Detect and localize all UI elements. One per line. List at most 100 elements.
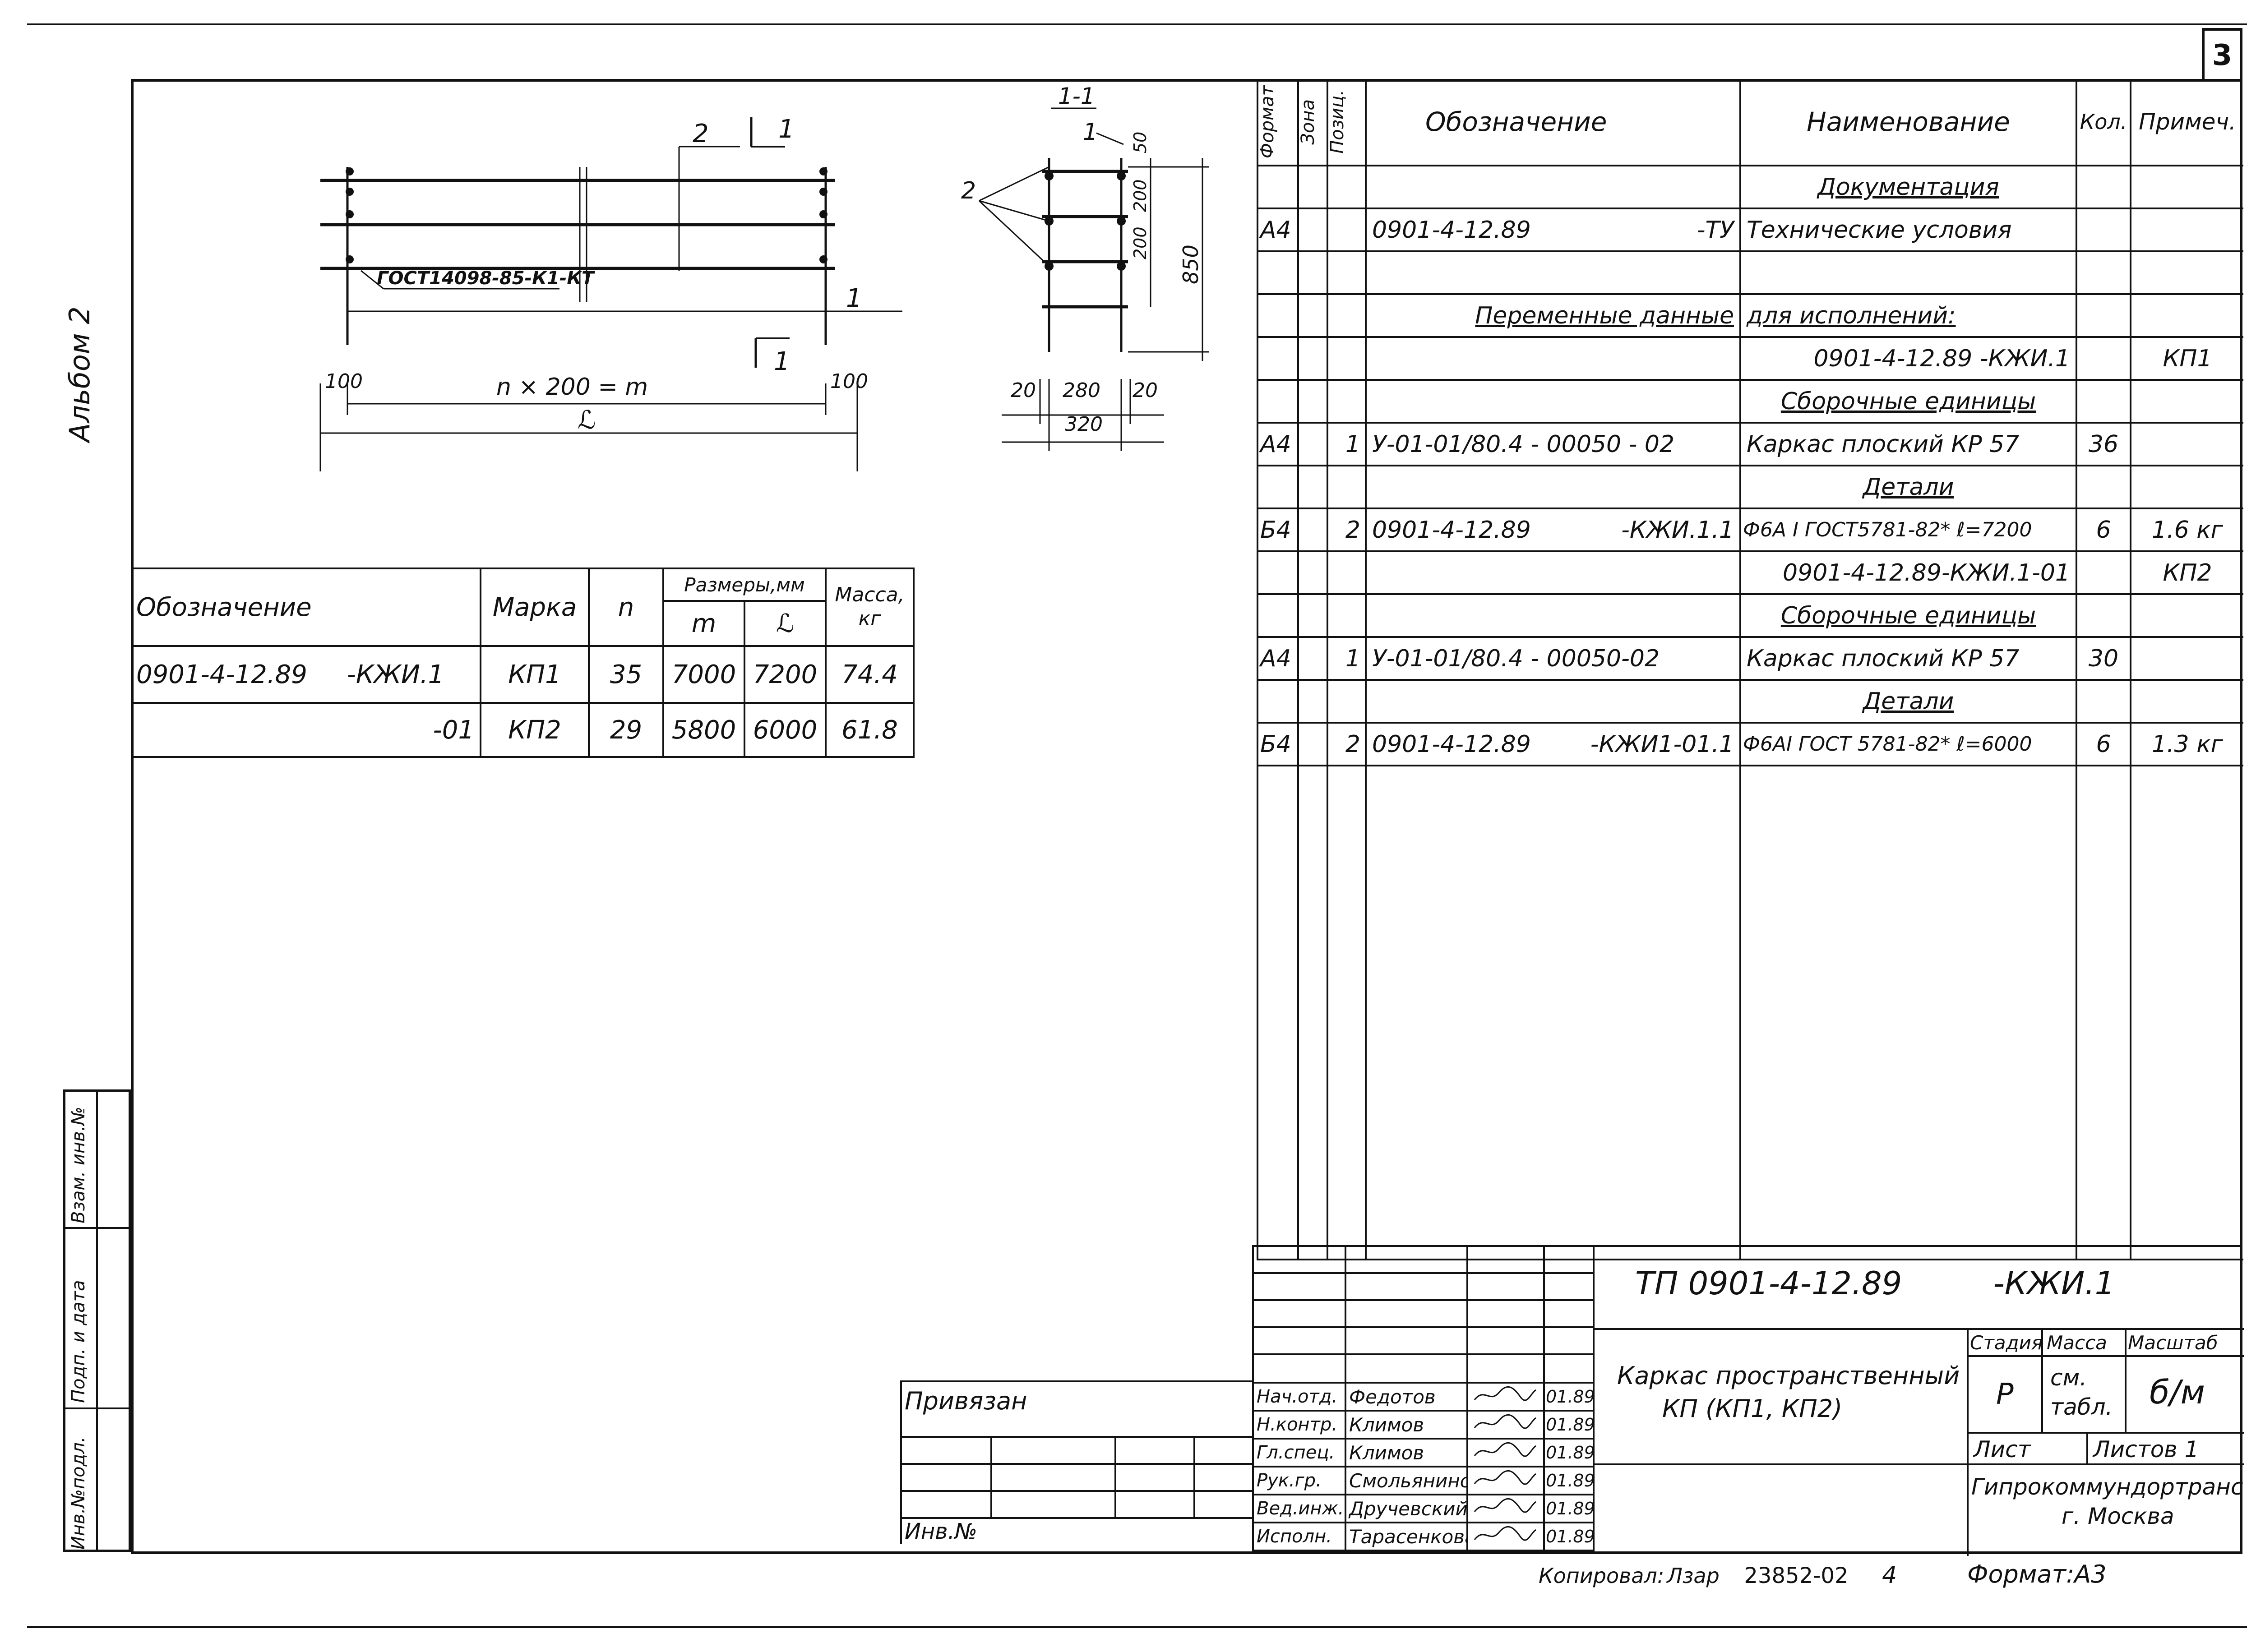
spec-variable-for: для исполнений: [1739, 293, 2077, 338]
spec-cell-pos [1327, 336, 1367, 381]
table-row: -01 КП2 29 5800 6000 61.8 [131, 702, 915, 758]
spec-cell-format [1257, 379, 1299, 424]
spec-designation-suffix: -ТУ [1697, 216, 1734, 244]
signer-date: 01.89 [1543, 1522, 1595, 1551]
signature-mark [1474, 1470, 1536, 1485]
marks-row-1-mark: КП1 [480, 645, 590, 704]
dim-280: 280 [1063, 379, 1100, 402]
marks-row-2-mass: 61.8 [825, 702, 915, 758]
signer-role: Рук.гр. [1252, 1466, 1346, 1495]
spec-cell-note [2130, 293, 2243, 338]
spec-cell-zone [1297, 250, 1328, 295]
signer-signature [1466, 1522, 1545, 1551]
spec-cell-designation: 0901-4-12.89-КЖИ.1.1 [1365, 508, 1741, 552]
spec-variable-data: Переменные данные [1365, 293, 1741, 338]
dim-100-right: 100 [830, 370, 868, 393]
table-row: 0901-4-12.89 -КЖИ.1 КП1 35 7000 7200 74.… [131, 645, 915, 704]
signer-date: 01.89 [1543, 1466, 1595, 1495]
marks-header-mark: Марка [480, 568, 590, 647]
signer-role: Н.контр. [1252, 1410, 1346, 1440]
spec-cell-format [1257, 293, 1299, 338]
spec-cell-format: А4 [1257, 636, 1299, 681]
stamp-inv-podl: Инв.№подл. [68, 1436, 89, 1550]
spec-cell-pos [1327, 165, 1367, 209]
table-row: Рук.гр.Смольянинова01.89 [1252, 1466, 1595, 1495]
title-block: ТП 0901-4-12.89 -КЖИ.1 Каркас пространст… [1593, 1245, 2244, 1556]
signer-name: Федотов [1345, 1382, 1468, 1412]
spec-cell-pos: 2 [1327, 508, 1367, 552]
spec-cell-name: 0901-4-12.89-КЖИ.1-01 [1739, 550, 2077, 595]
spec-cell-zone [1297, 636, 1328, 681]
marks-header-n: n [588, 568, 664, 647]
dim-20-right: 20 [1133, 379, 1158, 402]
dim-320: 320 [1065, 413, 1103, 436]
spec-section-title: Сборочные единицы [1739, 593, 2077, 638]
spec-cell-qty [2076, 550, 2131, 595]
sheet-number-box: 3 [2202, 28, 2242, 80]
spec-section-label: Детали [1863, 473, 1954, 501]
spec-cell-designation [1365, 550, 1741, 595]
spec-cell-name: Ф6А I ГОСТ5781-82* ℓ=7200 [1739, 508, 2077, 552]
marks-header-sizes: Размеры,мм [662, 568, 827, 602]
spec-cell-qty [2076, 593, 2131, 638]
spec-section-label: Детали [1863, 688, 1954, 715]
signer-signature [1466, 1438, 1545, 1467]
spec-cell-note: КП1 [2130, 336, 2243, 381]
spec-cell-format [1257, 550, 1299, 595]
spec-cell-note [2130, 465, 2243, 509]
spec-cell-name: 0901-4-12.89 -КЖИ.1 [1739, 336, 2077, 381]
table-row: Сборочные единицы [1257, 593, 2243, 638]
spec-cell-qty: 36 [2076, 422, 2131, 466]
spec-cell-qty [2076, 293, 2131, 338]
spec-cell-pos [1327, 293, 1367, 338]
spec-cell-note [2130, 165, 2243, 209]
spec-designation-code: 0901-4-12.89 [1372, 730, 1531, 758]
sheet-label: Лист [1974, 1436, 2031, 1463]
signer-signature [1466, 1466, 1545, 1495]
spec-header-designation: Обозначение [1365, 79, 1741, 166]
spec-cell-pos [1327, 379, 1367, 424]
spec-cell-note [2130, 379, 2243, 424]
spec-cell-zone [1297, 679, 1328, 724]
stamp-vzam-inv: Взам. инв.№ [68, 1107, 89, 1223]
table-row: 0901-4-12.89-КЖИ.1-01 КП2 [1257, 550, 2243, 595]
spec-cell-note: 1.6 кг [2130, 508, 2243, 552]
organization: Гипрокоммундортранс г. Москва [1971, 1474, 2243, 1529]
stamp-podp-data: Подп. и дата [68, 1280, 89, 1403]
marks-row-1-m: 7000 [662, 645, 745, 704]
plan-section-mark-bottom: 1 [774, 347, 790, 376]
dim-formula: n × 200 = m [496, 374, 648, 401]
format-label: Формат:А3 [1967, 1560, 2107, 1588]
spec-cell-pos: 1 [1327, 422, 1367, 466]
spec-section-title: Детали [1739, 465, 2077, 509]
dim-850: 850 [1179, 245, 1203, 284]
spec-cell-zone [1297, 336, 1328, 381]
signer-role: Вед.инж. [1252, 1494, 1346, 1523]
spec-cell-note: КП2 [2130, 550, 2243, 595]
section-pos-2: 2 [961, 177, 976, 204]
spec-section-title: Сборочные единицы [1739, 379, 2077, 424]
spec-cell-designation [1365, 336, 1741, 381]
spec-cell-zone [1297, 508, 1328, 552]
spec-cell-name: Ф6АI ГОСТ 5781-82* ℓ=6000 [1739, 722, 2077, 766]
spec-cell-zone [1297, 422, 1328, 466]
spec-cell-format [1257, 250, 1299, 295]
binding-label: Привязан [900, 1380, 1253, 1438]
spec-designation-code: 0901-4-12.89 [1372, 216, 1531, 244]
spec-cell-zone [1297, 293, 1328, 338]
plan-section-mark-right: 1 [846, 284, 862, 313]
dim-200a: 200 [1130, 179, 1150, 212]
plan-pos-2: 2 [693, 119, 709, 148]
spec-cell-designation [1365, 679, 1741, 724]
signature-mark [1474, 1414, 1536, 1429]
table-row: Документация [1257, 165, 2243, 209]
spec-cell-zone [1297, 208, 1328, 252]
signature-mark [1474, 1386, 1536, 1401]
